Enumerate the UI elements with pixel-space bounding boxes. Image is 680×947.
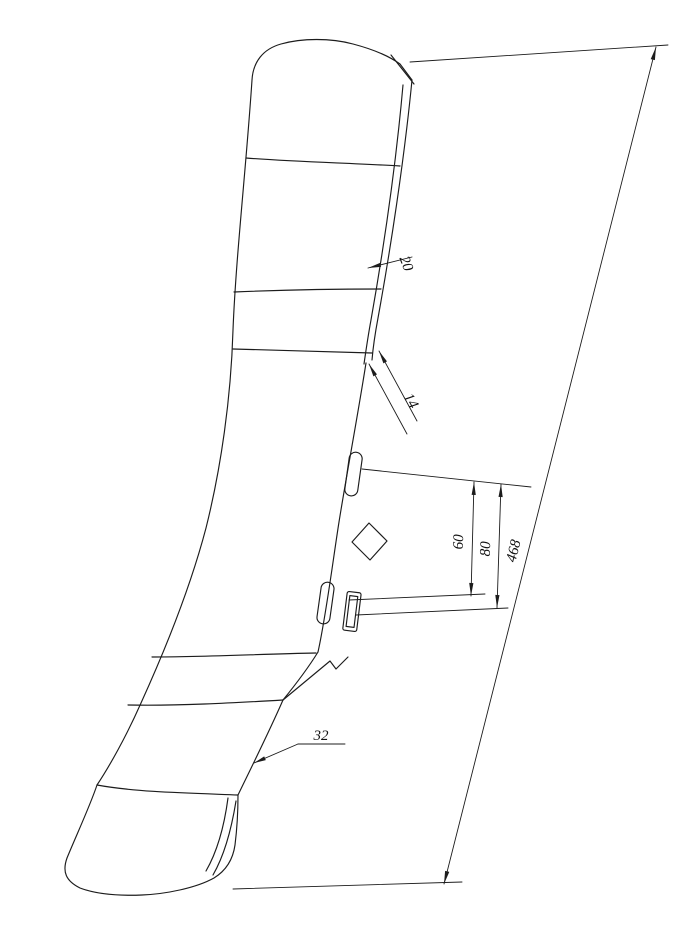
section-line-1 [245,157,401,167]
section-line-5 [127,699,284,706]
dim-32-label: 32 [313,728,330,744]
blade-top-head [251,38,413,81]
dim-32-arrow [254,756,266,763]
bracket-notch-lines [282,656,349,701]
lower-slot-hole [316,581,335,625]
dim-60-label: 60 [451,534,468,550]
blade-right-edge-inner [363,84,404,365]
section-line-4 [151,652,317,658]
section-line-2 [233,288,382,293]
section-line-3 [232,348,373,354]
dim-60-arrow-top [471,482,476,495]
dim-20-label: 20 [396,254,416,274]
blade-lower-right-silhouette [237,699,284,796]
blade-top-chamfer-line [390,54,415,85]
dim-14-label: 14 [400,391,422,412]
dim-80-arrow-top [498,484,503,498]
dim-14-arrow-2 [369,364,377,377]
dim-80-line [496,483,502,609]
bracket-lower-edge [282,651,319,701]
dim-468-ext-bottom [232,881,463,890]
dim-60-arrow-bottom [469,582,474,596]
dim-468-line [443,46,657,885]
foot-band-line-1 [212,800,237,876]
dim-468-arrow-top [650,47,656,61]
dim-468-arrow-bottom [444,870,450,884]
dim-80-label: 80 [478,541,495,557]
dim-468-label: 468 [504,538,525,564]
dim-20-arrow [368,262,382,268]
dim-14-leader-1 [378,350,418,422]
foot-top-section-line [96,784,239,796]
diamond-hole [351,522,388,561]
part-outline [64,38,415,896]
blade-face-right-edge [317,362,367,653]
dim-60-80-ext-top [361,468,532,488]
dimension-annotations: 468 60 80 20 14 32 [232,44,669,890]
dim-80-arrow-bottom [495,594,500,608]
foot-outline [64,784,239,896]
upper-slot-hole [344,451,363,497]
blade-left-edge [96,79,253,786]
foot-band-line-2 [205,797,229,872]
blade-right-edge-outer [371,79,413,361]
dim-80-ext-bottom [355,607,509,616]
dim-468-ext-top [409,44,669,63]
dim-60-ext-bottom [348,593,486,601]
dim-14-leader-2 [368,363,408,435]
dim-14-arrow-1 [379,351,387,364]
rect-slot-inner [345,595,359,628]
rect-slot-outer [342,590,362,633]
dim-60-line [470,481,475,597]
